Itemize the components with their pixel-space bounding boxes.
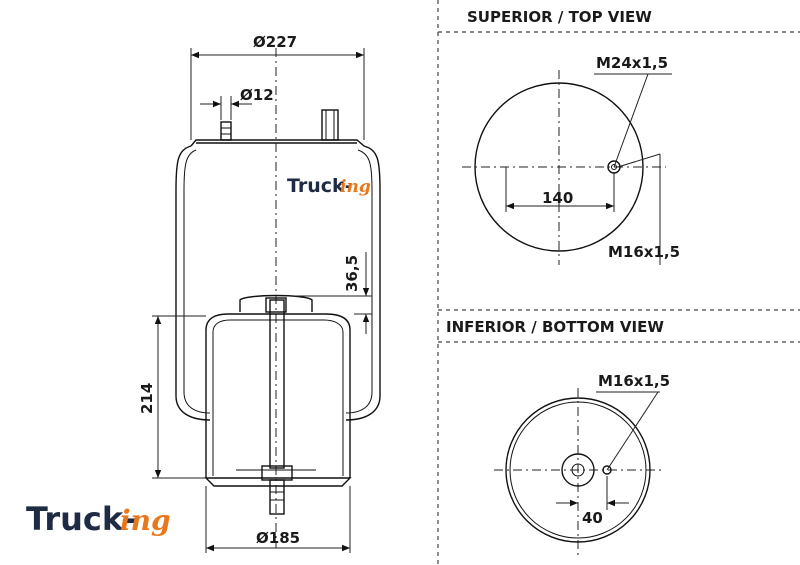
brand-logo-suffix: ing: [120, 504, 171, 537]
side-view: Ø227 Ø12 36,5 214 Ø185 Truck- ing: [138, 33, 381, 553]
bellows-logo: Truck- ing: [287, 175, 371, 197]
svg-text:ing: ing: [340, 177, 371, 197]
dim-bottom-thread: M16x1,5: [598, 372, 670, 390]
brand-logo-main: Truck-: [26, 500, 136, 538]
svg-text:Truck-: Truck-: [287, 175, 353, 197]
bottom-view: INFERIOR / BOTTOM VIEW M16x1,5 40: [446, 318, 670, 556]
dim-outer-diameter: Ø227: [253, 33, 297, 51]
view-separators: [437, 0, 800, 565]
dim-top-air-thread: M16x1,5: [608, 243, 680, 261]
dim-stud-diameter: Ø12: [240, 86, 274, 104]
dim-top-stud-thread: M24x1,5: [596, 54, 668, 72]
dim-bottom-offset: 40: [582, 509, 603, 527]
dim-piston-diameter: Ø185: [256, 529, 300, 547]
brand-logo: Truck- ing: [26, 500, 171, 538]
bottom-view-heading: INFERIOR / BOTTOM VIEW: [446, 318, 664, 336]
dim-piston-height: 214: [138, 383, 156, 414]
top-view-heading: SUPERIOR / TOP VIEW: [467, 8, 652, 26]
top-view: SUPERIOR / TOP VIEW 140 M24x1,5 M16x1,5: [462, 8, 680, 265]
dim-height-offset: 36,5: [343, 255, 361, 292]
dim-top-spacing: 140: [542, 189, 573, 207]
